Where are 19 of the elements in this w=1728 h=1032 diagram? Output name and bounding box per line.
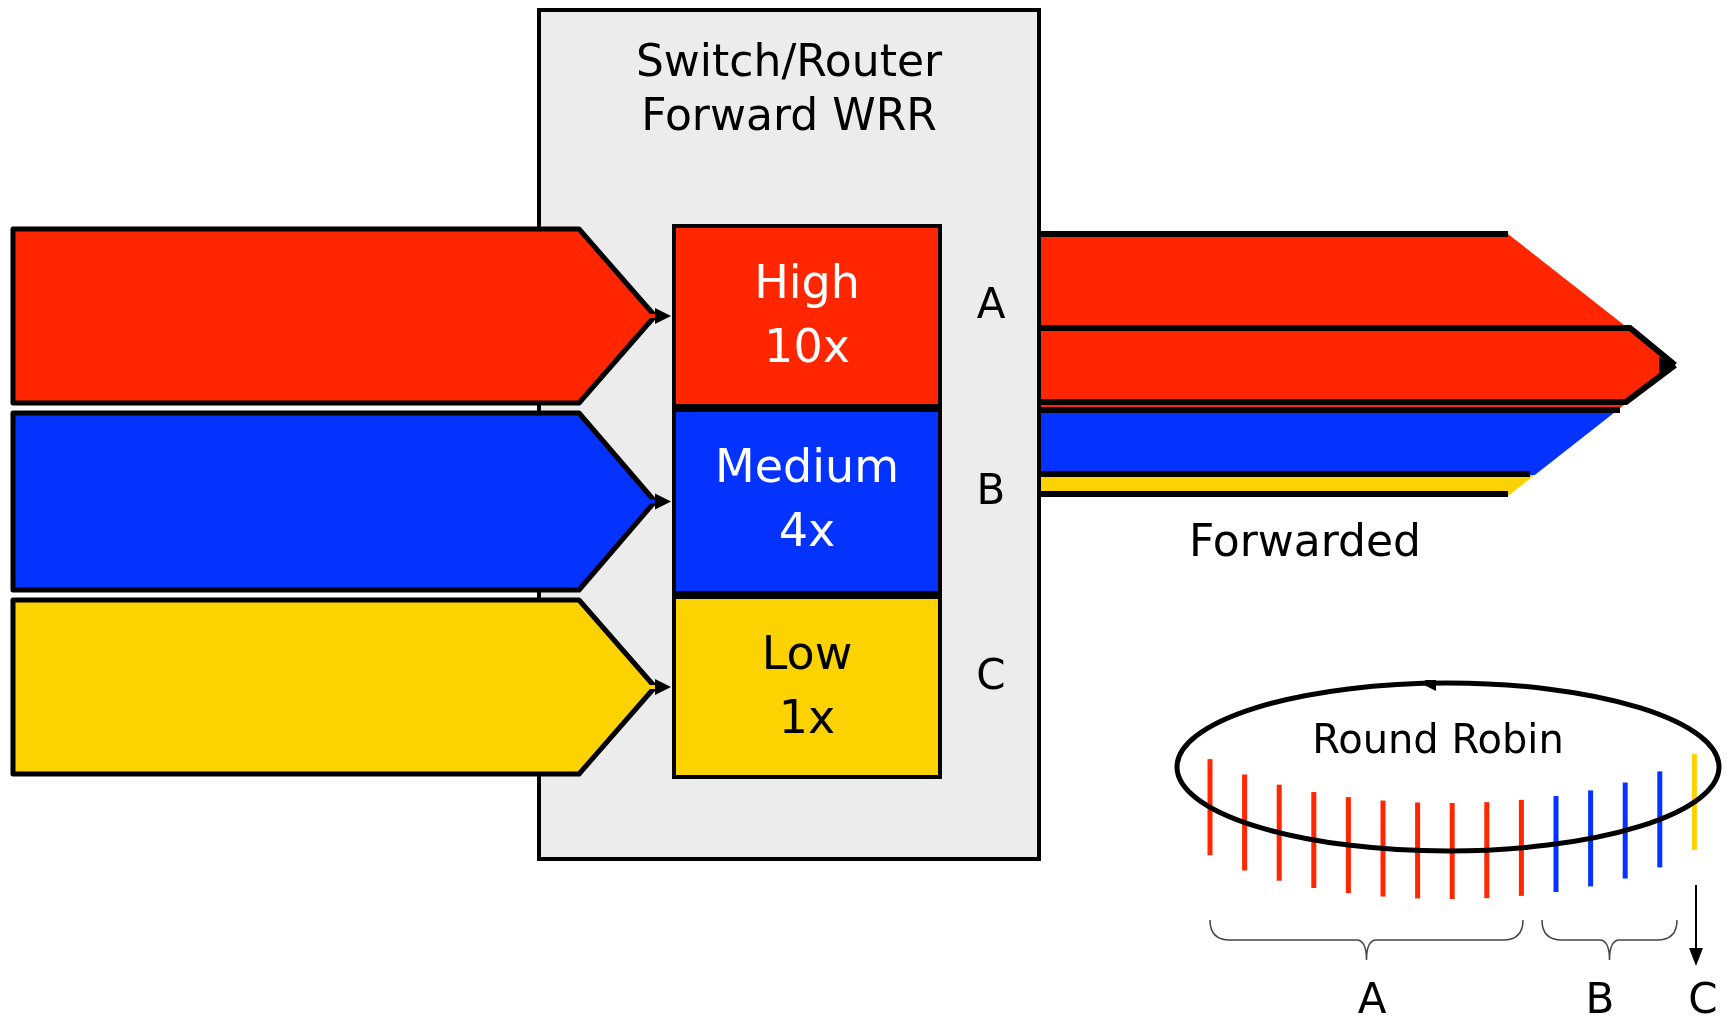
- queue-name: Low: [760, 627, 854, 680]
- queue-letter: A: [975, 280, 1007, 329]
- striped-arrow: [1038, 231, 1678, 497]
- queue-weight: 4x: [777, 504, 837, 557]
- group-letter: A: [1356, 975, 1388, 1024]
- queue-name: Medium: [714, 440, 900, 493]
- queue-letter: B: [975, 465, 1007, 514]
- block-arrow: [10, 226, 671, 406]
- queue-name: High: [753, 256, 861, 309]
- block-arrow: [10, 597, 671, 777]
- queue-weight: 1x: [777, 691, 837, 744]
- group-letter: B: [1584, 975, 1616, 1024]
- block-arrow: [10, 410, 671, 593]
- queue-letter: C: [975, 651, 1007, 700]
- group-letter: C: [1687, 975, 1719, 1024]
- queue-weight: 10x: [763, 320, 851, 373]
- switch-box: [537, 8, 1041, 861]
- switch-title: Switch/Router Forward WRR: [634, 34, 944, 142]
- cycle-label: Round Robin: [1311, 716, 1565, 762]
